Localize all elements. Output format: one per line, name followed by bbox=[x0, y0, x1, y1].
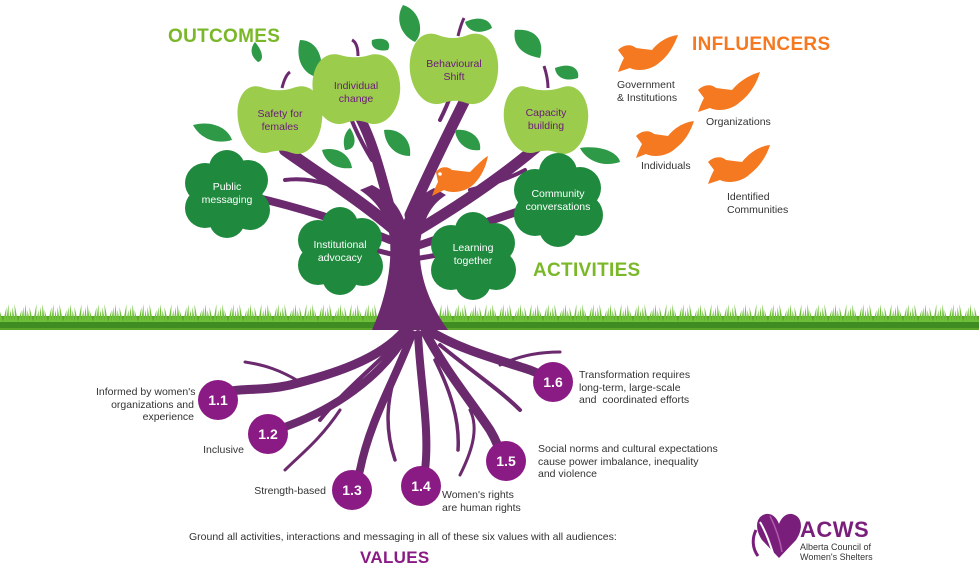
value-text: Informed by women's organizations and ex… bbox=[96, 386, 196, 423]
value-text: Social norms and cultural expectations c… bbox=[538, 443, 718, 480]
activity-label: Public messaging bbox=[201, 181, 253, 206]
bird-individuals-icon bbox=[636, 121, 694, 158]
activities-heading: ACTIVITIES bbox=[533, 260, 641, 281]
value-number: 1.1 bbox=[208, 392, 228, 408]
value-number: 1.6 bbox=[543, 374, 563, 390]
tree-trunk bbox=[360, 185, 448, 330]
bush-community bbox=[514, 153, 603, 247]
influencer-label: Government & Institutions bbox=[617, 79, 678, 104]
influencer-label: Identified Communities bbox=[727, 191, 789, 216]
value-circles bbox=[198, 362, 573, 510]
outcome-label: Individual change bbox=[333, 80, 379, 105]
values-instruction: Ground all activities, interactions and … bbox=[189, 531, 617, 543]
outcome-label: Behavioural Shift bbox=[426, 58, 482, 83]
value-text: Women's rights are human rights bbox=[442, 489, 521, 514]
value-text: Transformation requires long-term, large… bbox=[579, 369, 691, 406]
activity-label: Community conversations bbox=[525, 188, 591, 213]
outcome-label: Capacity building bbox=[525, 107, 567, 132]
logo-subtitle: Alberta Council of Women's Shelters bbox=[800, 542, 873, 562]
apple-individual bbox=[312, 54, 401, 125]
logo-name: ACWS bbox=[800, 517, 870, 542]
bird-in-tree-icon bbox=[432, 156, 488, 196]
value-number: 1.2 bbox=[258, 426, 278, 442]
bush-public bbox=[185, 150, 270, 238]
influencer-label: Individuals bbox=[641, 160, 691, 172]
value-number: 1.4 bbox=[411, 478, 431, 494]
influencer-label: Organizations bbox=[706, 116, 771, 128]
grass-strip bbox=[0, 304, 979, 330]
bush-institutional bbox=[298, 207, 383, 295]
activity-label: Institutional advocacy bbox=[313, 239, 367, 264]
value-number: 1.5 bbox=[496, 453, 516, 469]
value-text: Inclusive bbox=[203, 444, 244, 456]
acws-logo-icon bbox=[751, 513, 801, 558]
value-text: Strength-based bbox=[254, 485, 326, 497]
apple-capacity bbox=[503, 86, 589, 154]
value-number: 1.3 bbox=[342, 482, 362, 498]
bird-government-icon bbox=[618, 35, 678, 72]
bird-communities-icon bbox=[708, 145, 770, 184]
apple-behavioural bbox=[409, 33, 499, 105]
grass-blades bbox=[0, 304, 979, 322]
apple-safety bbox=[237, 86, 323, 154]
bush-learning bbox=[431, 212, 516, 300]
values-heading: VALUES bbox=[360, 548, 430, 567]
bird-organizations-icon bbox=[698, 72, 760, 112]
outcomes-heading: OUTCOMES bbox=[168, 26, 281, 47]
outcome-apples bbox=[237, 17, 589, 154]
influencer-birds bbox=[618, 35, 770, 184]
activity-bushes bbox=[185, 150, 603, 300]
outcome-label: Safety for females bbox=[257, 108, 303, 133]
influencers-heading: INFLUENCERS bbox=[692, 34, 831, 55]
activity-label: Learning together bbox=[452, 242, 494, 267]
